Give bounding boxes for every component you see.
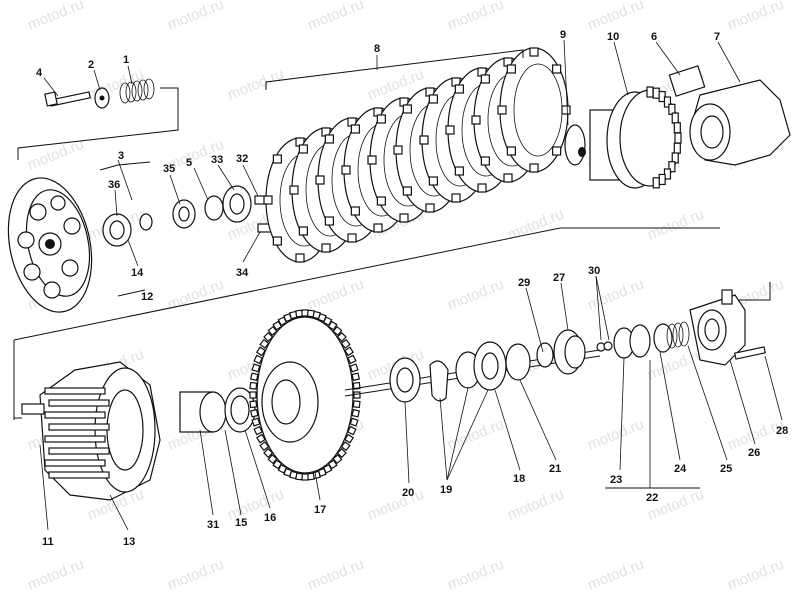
- slave-cylinder: [596, 289, 767, 366]
- watermark-text: motod.ru: [445, 276, 506, 314]
- lower-frame-lines: [13, 340, 22, 419]
- callout-36: 36: [108, 179, 120, 191]
- watermark-text: motod.ru: [225, 66, 286, 104]
- callout-14: 14: [131, 267, 144, 279]
- watermark-text: motod.ru: [505, 486, 566, 524]
- callout-11: 11: [42, 536, 54, 548]
- callout-16: 16: [264, 512, 276, 524]
- callout-6: 6: [651, 31, 657, 43]
- primary-gear: [249, 309, 361, 481]
- callout-9: 9: [560, 29, 566, 41]
- watermark-text: motod.ru: [305, 556, 366, 594]
- watermark-text: motod.ru: [305, 276, 366, 314]
- clutch-hub: [564, 86, 682, 189]
- watermark-text: motod.ru: [305, 0, 366, 34]
- callout-32: 32: [236, 153, 248, 165]
- callout-7: 7: [714, 31, 720, 43]
- callout-19: 19: [440, 484, 452, 496]
- callout-35: 35: [163, 163, 175, 175]
- callout-22: 22: [646, 492, 658, 504]
- callout-18: 18: [513, 473, 525, 485]
- callouts: 1 2 3 4 5 6 7 8 9 10 11 12 13 14 15 16 1…: [36, 29, 788, 548]
- callout-30: 30: [588, 265, 600, 277]
- callout-29: 29: [518, 277, 530, 289]
- callout-15: 15: [235, 517, 247, 529]
- watermark-text: motod.ru: [445, 0, 506, 34]
- watermark-text: motod.ru: [725, 556, 786, 594]
- callout-28: 28: [776, 425, 788, 437]
- watermark-text: motod.ru: [585, 556, 646, 594]
- clutch-drum: [21, 361, 161, 501]
- watermark-text: motod.ru: [445, 556, 506, 594]
- callout-4: 4: [36, 67, 43, 79]
- callout-10: 10: [607, 31, 619, 43]
- callout-8: 8: [374, 43, 380, 55]
- watermark-text: motod.ru: [25, 0, 86, 34]
- callout-25: 25: [720, 463, 732, 475]
- callout-23: 23: [610, 474, 622, 486]
- group-brackets: [99, 49, 700, 489]
- callout-17: 17: [314, 504, 326, 516]
- callout-3: 3: [118, 150, 124, 162]
- callout-34: 34: [236, 267, 249, 279]
- watermark-text: motod.ru: [165, 556, 226, 594]
- watermark-text: motod.ru: [365, 486, 426, 524]
- watermark-text: motod.ru: [165, 0, 226, 34]
- callout-24: 24: [674, 463, 687, 475]
- watermark-text: motod.ru: [585, 0, 646, 34]
- callout-31: 31: [207, 519, 219, 531]
- clutch-cover: [668, 65, 791, 166]
- watermark-text: motod.ru: [725, 0, 786, 34]
- watermark-text: motod.ru: [645, 346, 706, 384]
- pressure-plate-bearing-set: [102, 185, 273, 247]
- callout-21: 21: [549, 463, 561, 475]
- watermark-text: motod.ru: [505, 206, 566, 244]
- clutch-plate-stack: [263, 47, 571, 263]
- callout-5: 5: [186, 157, 192, 169]
- pushrod-shaft: [344, 329, 601, 403]
- drum-bushings: [179, 387, 256, 433]
- leader-lines: [39, 39, 783, 531]
- callout-12: 12: [141, 291, 153, 303]
- watermark-text: motod.ru: [585, 416, 646, 454]
- callout-27: 27: [553, 272, 565, 284]
- watermark-text: motod.ru: [25, 556, 86, 594]
- watermark-text: motod.ru: [645, 206, 706, 244]
- watermark-text: motod.ru: [165, 276, 226, 314]
- callout-33: 33: [211, 154, 223, 166]
- callout-13: 13: [123, 536, 135, 548]
- spring-screw-set: [44, 78, 155, 109]
- callout-1: 1: [123, 54, 129, 66]
- callout-20: 20: [402, 487, 414, 499]
- callout-26: 26: [748, 447, 760, 459]
- watermark-layer: motod.ru motod.ru motod.ru motod.ru motod.ru…: [25, 0, 786, 594]
- callout-2: 2: [88, 59, 94, 71]
- pressure-plate: [7, 177, 93, 313]
- watermark-text: motod.ru: [585, 276, 646, 314]
